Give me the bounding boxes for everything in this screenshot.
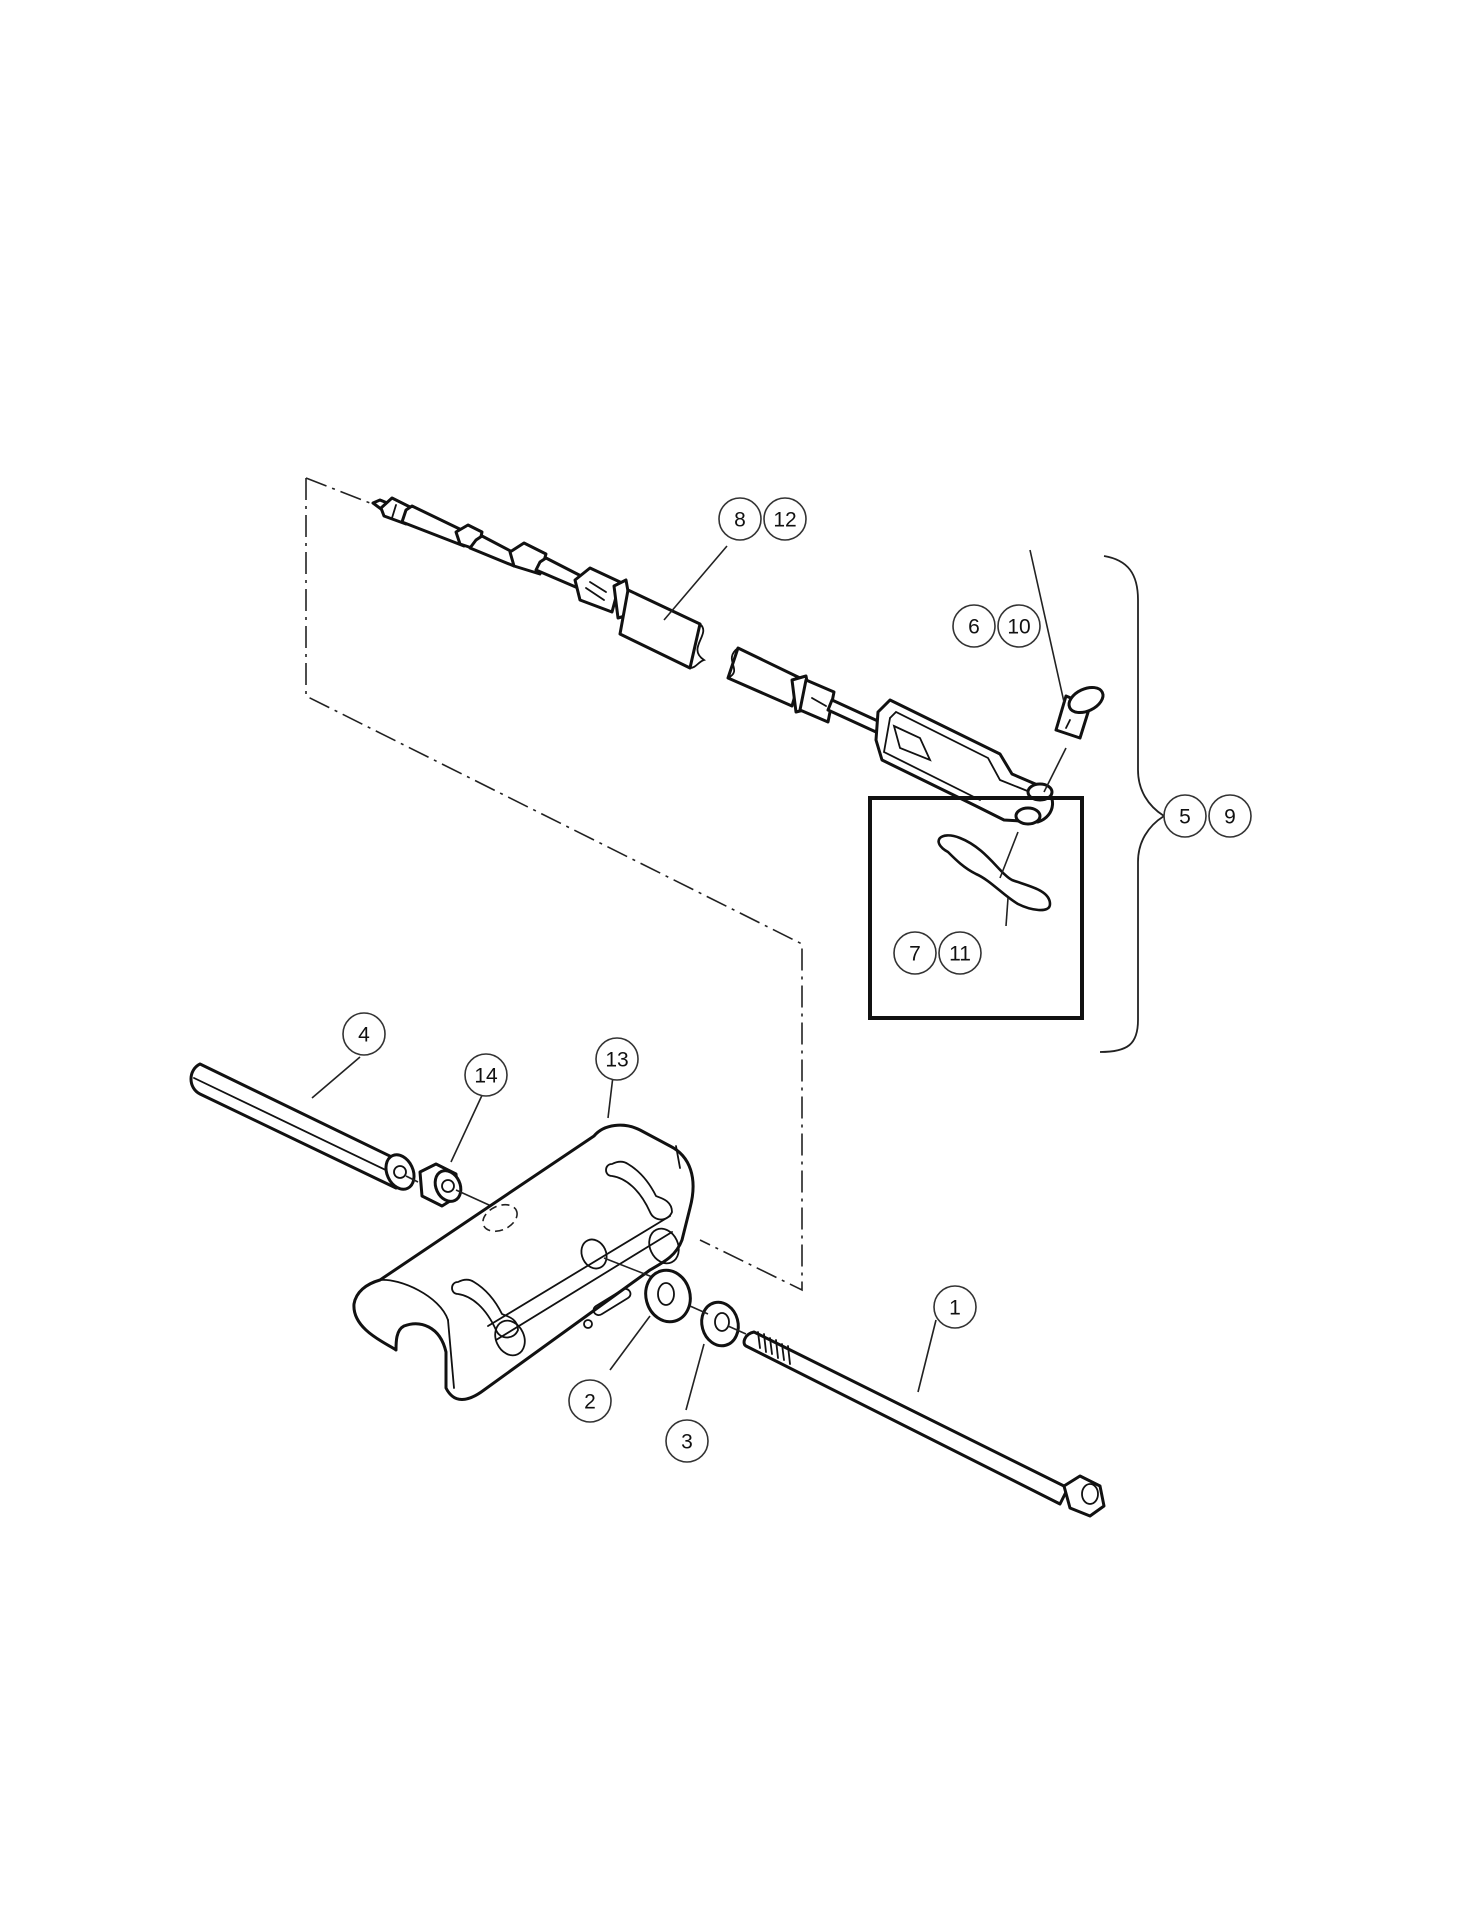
svg-text:3: 3 [681, 1431, 693, 1454]
svg-text:5: 5 [1179, 806, 1191, 829]
svg-text:9: 9 [1224, 806, 1236, 829]
callout-8: 8 [718, 497, 762, 541]
svg-text:13: 13 [605, 1049, 628, 1072]
callout-6: 6 [952, 604, 996, 648]
callout-11: 11 [938, 931, 982, 975]
leader-lines [311, 545, 1065, 1411]
callout-9: 9 [1208, 794, 1252, 838]
callout-2: 2 [568, 1379, 612, 1423]
svg-text:14: 14 [474, 1065, 498, 1088]
hex-bolt [742, 1330, 1106, 1518]
callout-4: 4 [342, 1012, 386, 1056]
svg-text:1: 1 [949, 1297, 961, 1320]
u-bracket [352, 1123, 695, 1401]
clevis-pin [1043, 685, 1105, 793]
svg-text:12: 12 [773, 509, 796, 532]
phantom-alignment-outline [305, 477, 803, 1292]
svg-text:11: 11 [949, 943, 971, 966]
svg-text:4: 4 [358, 1024, 370, 1047]
callout-7: 7 [893, 931, 937, 975]
thin-washer [700, 1300, 740, 1348]
callout-5: 5 [1163, 794, 1207, 838]
callout-14: 14 [464, 1053, 508, 1097]
group-brace [1099, 555, 1166, 1053]
svg-text:10: 10 [1007, 616, 1030, 639]
detail-box [868, 796, 1084, 1020]
callout-12: 12 [763, 497, 807, 541]
svg-text:6: 6 [968, 616, 980, 639]
callout-13: 13 [595, 1037, 639, 1081]
svg-text:2: 2 [584, 1391, 596, 1414]
thick-washer [644, 1268, 692, 1324]
cable-assembly [371, 496, 1054, 826]
callout-3: 3 [665, 1419, 709, 1463]
callout-1: 1 [933, 1285, 977, 1329]
centerline-to-bolt [689, 1305, 747, 1335]
callout-10: 10 [997, 604, 1041, 648]
svg-text:7: 7 [909, 943, 921, 966]
hex-nut [418, 1162, 463, 1208]
hex-standoff [189, 1062, 416, 1191]
svg-text:8: 8 [734, 509, 746, 532]
hairpin-clip-detail [868, 796, 1084, 1020]
